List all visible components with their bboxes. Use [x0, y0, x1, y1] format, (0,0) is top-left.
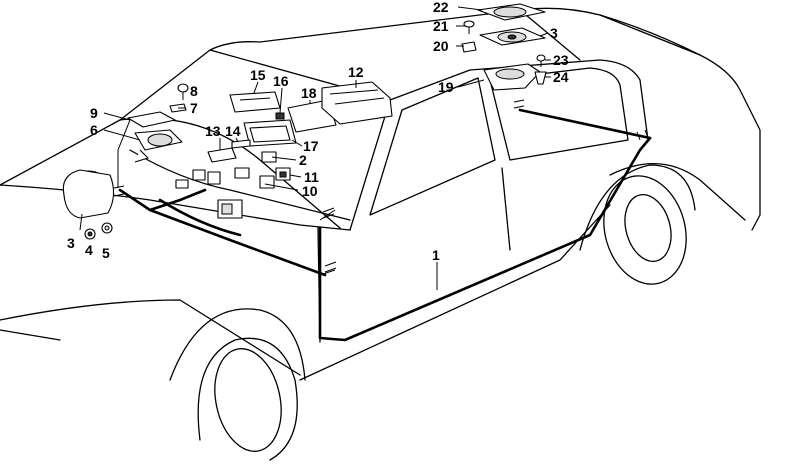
callout-17: 17	[303, 138, 319, 154]
dash-speaker-6	[134, 129, 183, 163]
clip-24	[534, 71, 547, 85]
callout-8: 8	[190, 83, 198, 99]
callouts: 1 2 3 3 4 5 6 7 8 9 10 11 12 13 14 15 16…	[67, 0, 569, 263]
callout-10: 10	[302, 183, 318, 199]
callout-2: 2	[299, 152, 307, 168]
callout-5: 5	[102, 245, 110, 261]
wiring-harness	[117, 108, 652, 342]
spacer-ring-4	[84, 228, 96, 240]
callout-14: 14	[225, 123, 241, 139]
plug-cluster	[175, 167, 250, 189]
callout-11: 11	[304, 169, 319, 185]
callout-9: 9	[90, 105, 98, 121]
callout-3-front: 3	[67, 235, 75, 251]
callout-18: 18	[301, 85, 317, 101]
callout-21: 21	[433, 18, 449, 34]
callout-22: 22	[433, 0, 449, 15]
cassette-frame-17	[243, 119, 297, 147]
screw-23	[536, 54, 546, 67]
callout-6: 6	[90, 122, 98, 138]
clip-20	[461, 41, 477, 53]
connector-11	[275, 167, 291, 181]
relay-box	[217, 199, 243, 219]
callout-1: 1	[432, 247, 440, 263]
callout-20: 20	[433, 38, 449, 54]
bracket-13	[207, 147, 237, 163]
grille-9	[127, 111, 176, 128]
nut-5	[101, 222, 113, 234]
screw-14	[231, 139, 251, 149]
callout-19: 19	[438, 79, 454, 95]
callout-12: 12	[348, 64, 364, 80]
radio-faceplate-15	[229, 91, 281, 113]
car-body-outline	[0, 7, 761, 461]
callout-24: 24	[553, 69, 569, 85]
callout-3-rear: 3	[550, 25, 558, 41]
radio-housing-12	[321, 81, 393, 125]
screw-21	[463, 20, 475, 34]
leader-lines	[79, 6, 551, 290]
speaker-box-19	[483, 63, 541, 91]
callout-16: 16	[273, 73, 289, 89]
button-16	[275, 112, 285, 120]
connector-10	[259, 175, 275, 189]
callout-7: 7	[190, 100, 198, 116]
rear-speaker-cover-22	[477, 3, 546, 21]
harness-pins	[113, 99, 649, 273]
door-speaker-front	[62, 169, 115, 219]
callout-23: 23	[553, 52, 569, 68]
screw-8	[177, 83, 189, 100]
rear-speaker-3	[479, 27, 546, 46]
callout-4: 4	[85, 242, 93, 258]
callout-13: 13	[205, 123, 221, 139]
callout-15: 15	[250, 67, 266, 83]
